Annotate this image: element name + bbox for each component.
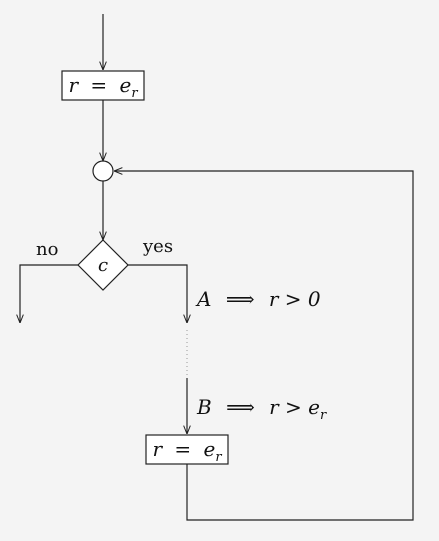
no-branch-arrow — [20, 264, 78, 323]
bottom-box-lhs: r — [152, 437, 163, 461]
bottom-assignment-box: r = er — [145, 434, 229, 465]
annotation-b: B ⟹ r > er — [196, 395, 327, 423]
annotation-b-rhs: r > e — [269, 395, 320, 419]
annotation-a-lhs: A — [195, 287, 211, 311]
annotation-a-rhs: r > 0 — [269, 287, 321, 311]
loop-back-arrow — [114, 171, 414, 521]
loop-junction — [92, 160, 114, 182]
decision-diamond: c — [77, 239, 129, 291]
bottom-box-equals: = — [174, 437, 191, 461]
top-box-lhs: r — [68, 73, 79, 97]
top-box-rhs: e — [119, 73, 131, 97]
top-box-equals: = — [90, 73, 107, 97]
annotation-b-rhs-subscript: r — [320, 408, 327, 423]
annotation-a-implies: ⟹ — [226, 287, 255, 311]
svg-text:r = er: r = er — [68, 73, 138, 101]
no-label: no — [36, 239, 58, 260]
annotation-b-lhs: B — [196, 395, 212, 419]
decision-label: c — [98, 255, 108, 276]
yes-label: yes — [142, 236, 173, 257]
top-assignment-box: r = er — [61, 70, 145, 101]
annotation-a: A ⟹ r > 0 — [195, 287, 321, 311]
svg-text:r = er: r = er — [152, 437, 222, 465]
yes-branch-arrow — [128, 264, 187, 323]
annotation-b-implies: ⟹ — [226, 395, 255, 419]
bottom-box-rhs-subscript: r — [215, 450, 222, 465]
top-box-rhs-subscript: r — [131, 86, 138, 101]
bottom-box-rhs: e — [203, 437, 215, 461]
